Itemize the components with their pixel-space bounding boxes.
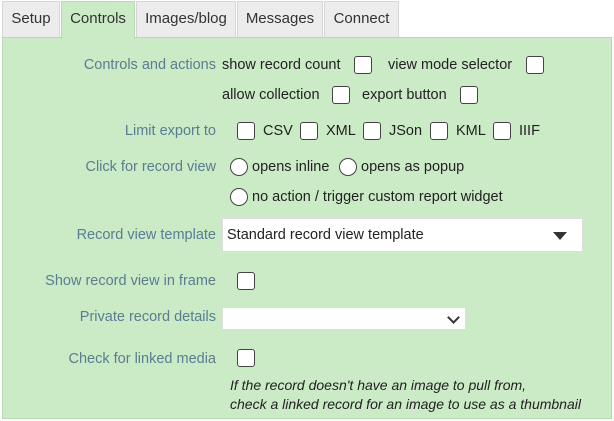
chevron-down-icon [447,311,460,324]
export-json-checkbox[interactable] [363,122,381,140]
opens-popup-radio[interactable] [339,158,357,176]
no-action-label: no action / trigger custom report widget [252,189,503,205]
click-record-view-label: Click for record view [85,159,216,175]
private-details-select[interactable] [222,307,466,330]
export-kml-checkbox[interactable] [430,122,448,140]
opens-inline-radio[interactable] [230,158,248,176]
export-kml-label: KML [456,123,486,139]
tab-messages[interactable]: Messages [237,1,323,37]
export-csv-checkbox[interactable] [237,122,255,140]
tab-images-blog[interactable]: Images/blog [136,1,236,37]
linked-media-checkbox[interactable] [237,349,255,367]
export-iiif-label: IIIF [519,123,540,139]
tab-bar: Setup Controls Images/blog Messages Conn… [0,0,614,39]
export-csv-label: CSV [263,123,293,139]
export-button-checkbox[interactable] [460,86,478,104]
no-action-radio[interactable] [230,188,248,206]
linked-media-note-line2: check a linked record for an image to us… [230,396,581,412]
show-in-frame-label: Show record view in frame [45,273,216,289]
tab-connect[interactable]: Connect [324,1,399,37]
export-json-label: JSon [389,123,423,139]
allow-collection-checkbox[interactable] [332,86,350,104]
tab-controls[interactable]: Controls [61,1,135,39]
show-record-count-checkbox[interactable] [354,56,372,74]
allow-collection-label: allow collection [222,87,320,103]
dropdown-triangle-icon [553,232,567,240]
opens-popup-label: opens as popup [361,159,465,175]
record-view-template-select[interactable]: Standard record view template [222,218,583,252]
opens-inline-label: opens inline [252,159,330,175]
record-view-template-value: Standard record view template [227,227,424,243]
record-view-template-label: Record view template [76,227,216,243]
export-button-label: export button [362,87,447,103]
tab-setup[interactable]: Setup [2,1,60,37]
view-mode-selector-label: view mode selector [388,57,513,73]
linked-media-label: Check for linked media [68,351,217,367]
private-details-label: Private record details [79,309,216,325]
export-xml-checkbox[interactable] [300,122,318,140]
view-mode-selector-checkbox[interactable] [526,56,544,74]
limit-export-label: Limit export to [124,123,216,139]
show-record-count-label: show record count [222,57,341,73]
linked-media-note-line1: If the record doesn't have an image to p… [230,377,527,393]
export-iiif-checkbox[interactable] [493,122,511,140]
show-in-frame-checkbox[interactable] [237,272,255,290]
controls-actions-label: Controls and actions [83,57,216,73]
export-xml-label: XML [326,123,356,139]
